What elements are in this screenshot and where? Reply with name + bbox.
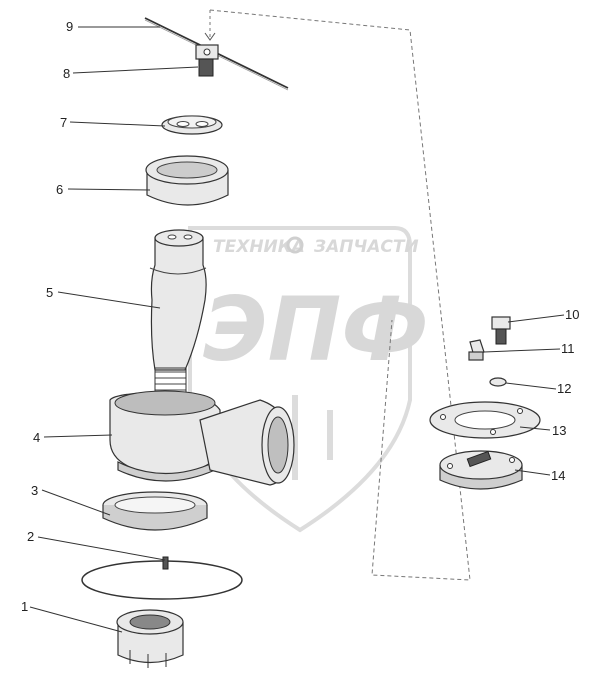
- watermark-big-text: ЭПФ: [203, 278, 429, 381]
- part-7-cap: [161, 115, 223, 135]
- part-12-washer: [489, 377, 507, 387]
- part-4-housing: [109, 390, 295, 486]
- callout-8: 8: [63, 66, 70, 81]
- callout-9: 9: [66, 19, 73, 34]
- part-8-bolt: [195, 44, 219, 77]
- part-3-seal: [102, 491, 208, 531]
- callout-1: 1: [21, 599, 28, 614]
- gear-icon: [286, 236, 304, 254]
- assembly-outline: [209, 9, 471, 581]
- part-1-nut: [116, 609, 184, 668]
- part-14-cover: [439, 450, 523, 490]
- callout-4: 4: [33, 430, 40, 445]
- callout-6: 6: [56, 182, 63, 197]
- part-5-ball-pin: [149, 229, 207, 409]
- callout-3: 3: [31, 483, 38, 498]
- leader-lines: [29, 26, 565, 633]
- callout-14: 14: [551, 468, 565, 483]
- part-10-bolt: [491, 316, 511, 345]
- part-13-gasket: [429, 401, 541, 439]
- callout-10: 10: [565, 307, 579, 322]
- callout-labels: 9 8 7 6 5 4 3 2 1 10 11 12 13 14: [21, 19, 579, 614]
- watermark-text-right: ЗАПЧАСТИ: [313, 237, 419, 257]
- watermark: ТЕХНИКА ЗАПЧАСТИ ЭПФ: [188, 226, 429, 533]
- callout-12: 12: [557, 381, 571, 396]
- part-6-bushing: [145, 155, 229, 206]
- callout-5: 5: [46, 285, 53, 300]
- part-11-fitting: [468, 339, 485, 361]
- watermark-text-left: ТЕХНИКА: [213, 237, 305, 257]
- callout-7: 7: [60, 115, 67, 130]
- part-2-ring: [81, 556, 243, 600]
- callout-11: 11: [561, 341, 575, 356]
- callout-2: 2: [27, 529, 34, 544]
- callout-13: 13: [552, 423, 566, 438]
